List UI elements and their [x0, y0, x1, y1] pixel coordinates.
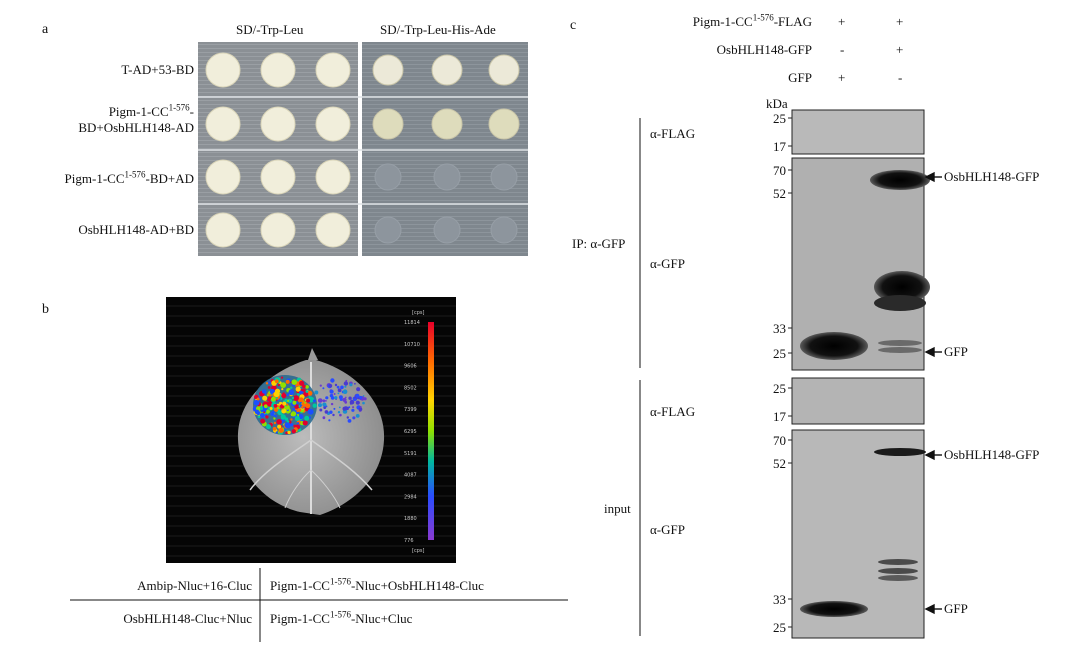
colony-faint [374, 216, 402, 244]
quad-bottom-left: OsbHLH148-Cluc+Nluc [123, 611, 252, 626]
color-scale-bar [428, 322, 434, 540]
marker-b3-25: 25 [773, 381, 786, 396]
marker-b2-70: 70 [773, 163, 786, 178]
band-gfp-input [800, 601, 868, 617]
kda-label: kDa [766, 96, 788, 111]
blot2-antibody: α-GFP [650, 256, 685, 271]
marker-b4-70: 70 [773, 433, 786, 448]
scale-tick-label: 776 [404, 538, 414, 544]
scale-tick-label: 5191 [404, 451, 417, 457]
row-label-3: Pigm-1-CC1-576-BD+AD [64, 169, 194, 186]
marker-b1-25: 25 [773, 111, 786, 126]
colony-nonselective [315, 159, 351, 195]
marker-b4-52: 52 [773, 456, 786, 471]
colony-nonselective [315, 212, 351, 248]
colony-selective [488, 108, 520, 140]
scale-tick-label: 10710 [404, 342, 420, 348]
colony-nonselective [260, 52, 296, 88]
marker-b4-25: 25 [773, 620, 786, 635]
marker-b3-17: 17 [773, 409, 786, 424]
panel-c-letter: c [570, 18, 577, 33]
scale-tick-label: 1880 [404, 516, 417, 522]
band-label-osbhlh148-gfp-ip: OsbHLH148-GFP [944, 169, 1040, 184]
row-label-1: T-AD+53-BD [121, 62, 194, 77]
cond-1-lane2: + [896, 14, 904, 29]
band-label-gfp-input: GFP [944, 601, 968, 616]
colony-nonselective [315, 52, 351, 88]
colony-faint [490, 216, 518, 244]
scale-tick-label: 2984 [404, 494, 417, 500]
panel-a-letter: a [42, 22, 49, 37]
scale-tick-label: 6295 [404, 429, 417, 435]
colony-selective [372, 54, 404, 86]
band-degraded-ip-1 [874, 271, 930, 303]
cond-1-lane1: + [838, 14, 846, 29]
cond-label-3: GFP [788, 70, 812, 85]
quad-top-left: Ambip-Nluc+16-Cluc [137, 578, 252, 593]
scale-tick-label: 11814 [404, 320, 420, 326]
cond-3-lane1: + [838, 70, 846, 85]
marker-b4-33: 33 [773, 592, 786, 607]
band-label-osbhlh148-gfp-input: OsbHLH148-GFP [944, 447, 1040, 462]
colony-faint [374, 163, 402, 191]
blot4-antibody: α-GFP [650, 522, 685, 537]
marker-b2-25: 25 [773, 346, 786, 361]
marker-b2-52: 52 [773, 186, 786, 201]
input-label: input [604, 501, 631, 516]
colony-nonselective [315, 106, 351, 142]
col-header-nonselective: SD/-Trp-Leu [236, 22, 304, 37]
cond-2-lane2: + [896, 42, 904, 57]
ip-label: IP: α-GFP [572, 236, 626, 251]
cond-label-2: OsbHLH148-GFP [716, 42, 812, 57]
scale-tick-label: 7399 [404, 407, 417, 413]
cond-3-lane2: - [898, 70, 903, 85]
row-label-2: Pigm-1-CC1-576-BD+OsbHLH148-AD [78, 102, 194, 135]
colony-nonselective [205, 52, 241, 88]
band-osbhlh148-gfp-input [874, 448, 926, 456]
colony-selective [431, 54, 463, 86]
blot1-antibody: α-FLAG [650, 126, 696, 141]
colony-nonselective [260, 159, 296, 195]
cond-2-lane1: - [840, 42, 845, 57]
colony-faint [490, 163, 518, 191]
panel-b-letter: b [42, 302, 49, 317]
band-gfp-ip [800, 332, 868, 360]
cond-label-1: Pigm-1-CC1-576-FLAG [692, 12, 812, 29]
quad-bottom-right: Pigm-1-CC1-576-Nluc+Cluc [270, 609, 413, 626]
colony-nonselective [205, 212, 241, 248]
scale-tick-label: 8502 [404, 385, 417, 391]
band-label-gfp-ip: GFP [944, 344, 968, 359]
colony-selective [431, 108, 463, 140]
blot3-antibody: α-FLAG [650, 404, 696, 419]
band-osbhlh148-gfp-ip [870, 170, 930, 190]
scale-tick-label: 4087 [404, 473, 417, 479]
colony-selective [372, 108, 404, 140]
colony-faint [433, 163, 461, 191]
scale-tick-label: 9606 [404, 364, 417, 370]
quad-top-right: Pigm-1-CC1-576-Nluc+OsbHLH148-Cluc [270, 576, 484, 593]
colony-nonselective [205, 106, 241, 142]
colony-faint [433, 216, 461, 244]
row-label-4: OsbHLH148-AD+BD [78, 222, 194, 237]
colony-nonselective [205, 159, 241, 195]
colony-nonselective [260, 106, 296, 142]
marker-b1-17: 17 [773, 139, 786, 154]
marker-b2-33: 33 [773, 321, 786, 336]
scale-unit-top: [cps] [412, 310, 424, 316]
scale-unit-bottom: [cps] [412, 548, 424, 554]
colony-selective [488, 54, 520, 86]
colony-nonselective [260, 212, 296, 248]
col-header-selective: SD/-Trp-Leu-His-Ade [380, 22, 496, 37]
